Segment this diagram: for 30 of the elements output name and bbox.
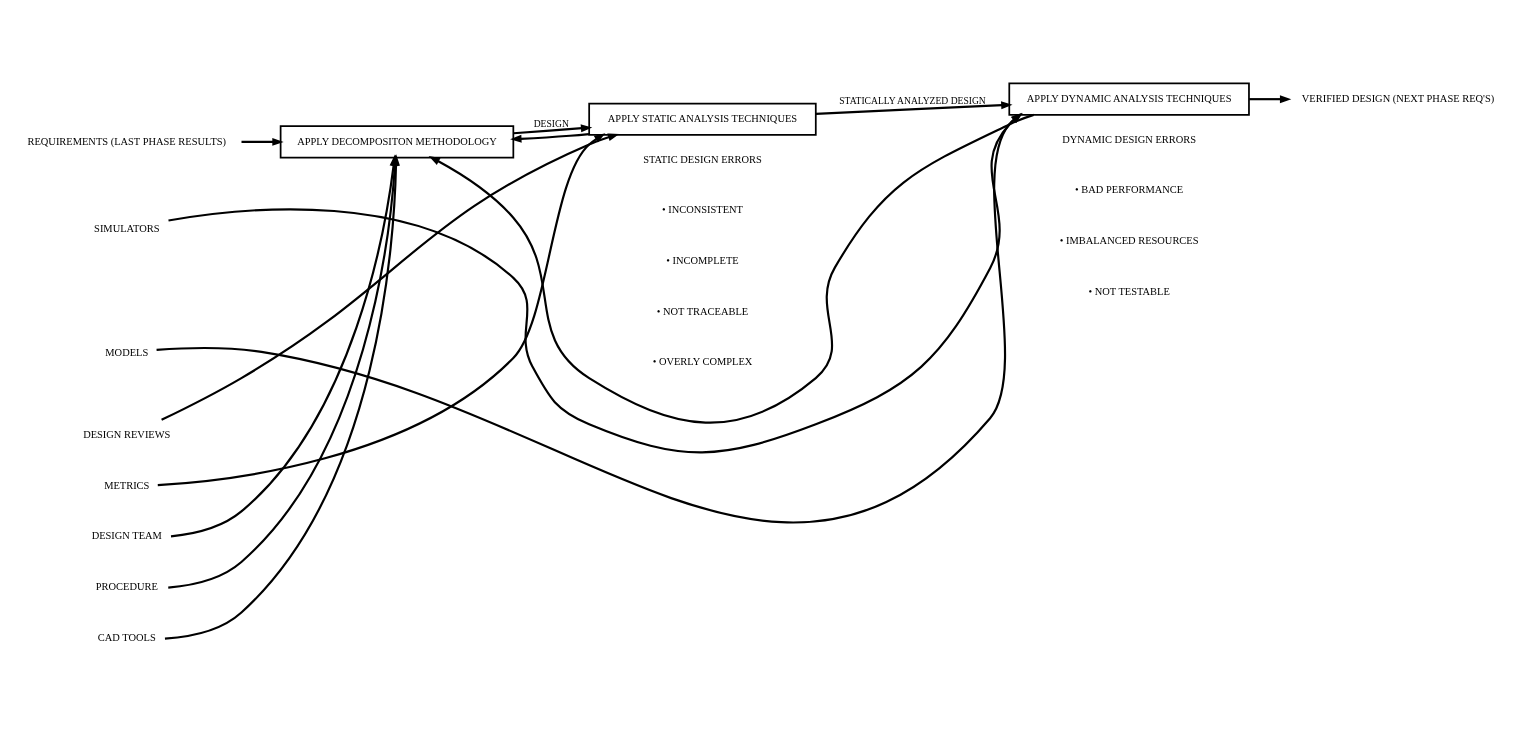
node-text: DESIGN TEAM bbox=[91, 530, 162, 542]
edge-label: DESIGN bbox=[533, 117, 569, 129]
arrow bbox=[513, 124, 593, 135]
arrow bbox=[241, 137, 284, 146]
node-text: VERIFIED DESIGN (NEXT PHASE REQ'S) bbox=[1301, 92, 1495, 104]
label: • NOT TESTABLE bbox=[1088, 285, 1170, 297]
arrow bbox=[510, 133, 590, 143]
label: • IMBALANCED RESOURCES bbox=[1059, 234, 1199, 246]
label: • BAD PERFORMANCE bbox=[1075, 184, 1184, 196]
node-box: APPLY STATIC ANALYSIS TECHNIQUES bbox=[588, 102, 817, 136]
node-text: MODELS bbox=[105, 346, 149, 358]
arrow bbox=[161, 133, 620, 421]
arrow bbox=[815, 101, 1013, 115]
node-text: SIMULATORS bbox=[94, 222, 160, 234]
edge-label: STATICALLY ANALYZED DESIGN bbox=[839, 95, 986, 107]
arrow bbox=[1249, 95, 1292, 104]
node-text: REQUIREMENTS (LAST PHASE RESULTS) bbox=[27, 135, 227, 147]
label: • NOT TRACEABLE bbox=[656, 305, 749, 317]
node-box: APPLY DECOMPOSITON METHODOLOGY bbox=[279, 125, 515, 159]
node-box: APPLY DYNAMIC ANALYSIS TECHNIQUES bbox=[1008, 82, 1250, 116]
node-text: METRICS bbox=[104, 479, 150, 491]
node-text: PROCEDURE bbox=[95, 580, 158, 592]
arrow bbox=[157, 133, 606, 487]
node-text: CAD TOOLS bbox=[97, 631, 156, 643]
node-text: DESIGN REVIEWS bbox=[83, 429, 171, 441]
label: • INCONSISTENT bbox=[661, 204, 744, 216]
label: • OVERLY COMPLEX bbox=[652, 356, 753, 368]
label: • INCOMPLETE bbox=[666, 255, 739, 266]
label: STATIC DESIGN ERRORS bbox=[643, 153, 762, 165]
label: DYNAMIC DESIGN ERRORS bbox=[1062, 133, 1197, 145]
